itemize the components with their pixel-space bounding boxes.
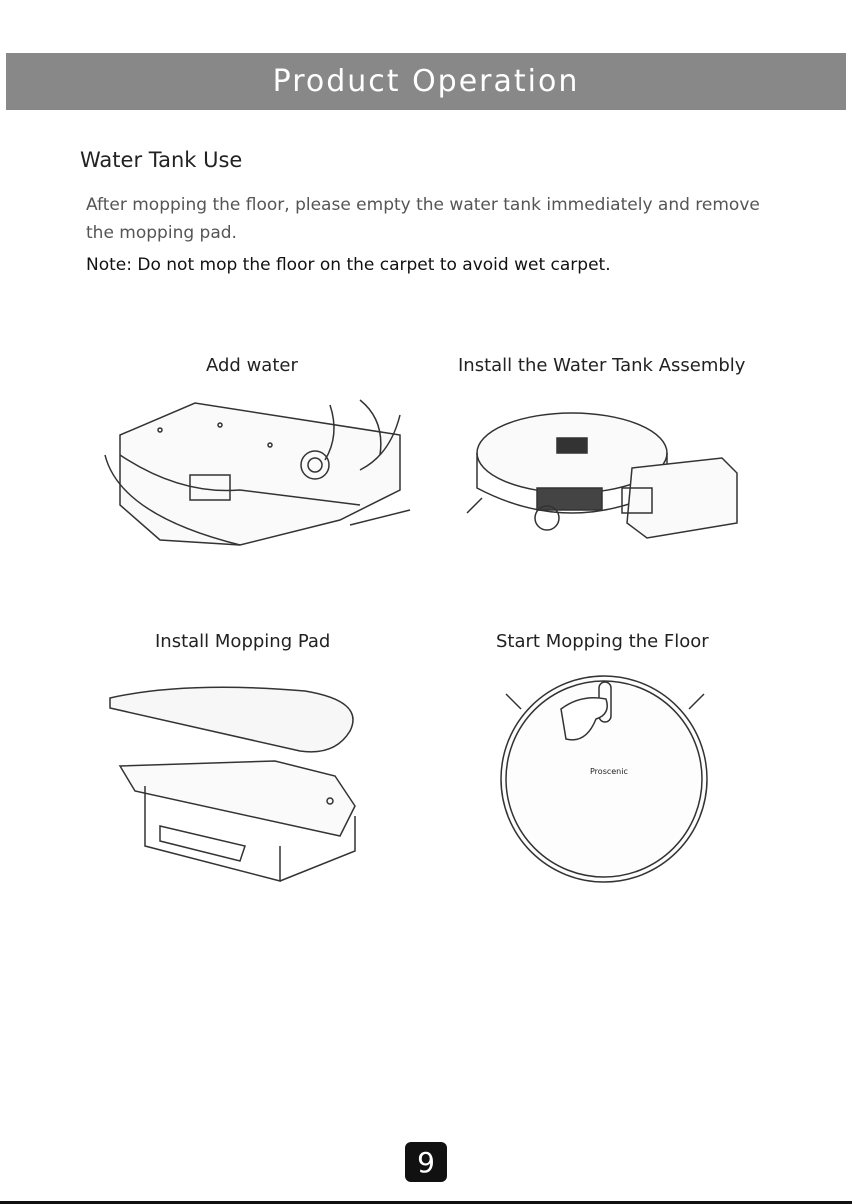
caption-start-mopping: Start Mopping the Floor — [496, 631, 709, 652]
instruction-paragraph: After mopping the floor, please empty th… — [86, 191, 776, 247]
header-bar: Product Operation — [6, 53, 846, 110]
page-number: 9 — [405, 1142, 447, 1182]
add-water-illustration — [100, 395, 420, 555]
install-tank-illustration — [462, 398, 752, 548]
section-title: Water Tank Use — [80, 148, 242, 172]
brand-logo: Proscenic — [590, 767, 628, 776]
page-title: Product Operation — [273, 64, 580, 99]
caption-install-tank: Install the Water Tank Assembly — [458, 355, 745, 376]
start-mopping-illustration: Proscenic — [486, 664, 722, 886]
note-text: Note: Do not mop the floor on the carpet… — [86, 255, 611, 275]
caption-add-water: Add water — [206, 355, 298, 376]
install-pad-illustration — [105, 676, 365, 886]
caption-install-pad: Install Mopping Pad — [155, 631, 330, 652]
